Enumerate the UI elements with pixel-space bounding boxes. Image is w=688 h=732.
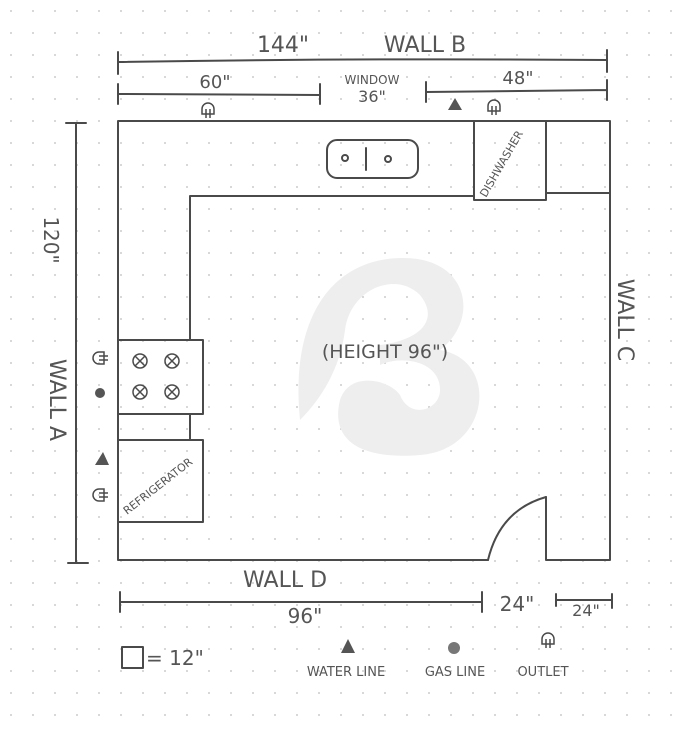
room-walls bbox=[117, 120, 611, 561]
wall-b-dimension-line bbox=[117, 49, 608, 75]
water-line-icon bbox=[95, 452, 109, 465]
wall-a-label: WALL A bbox=[44, 359, 69, 441]
legend-scale: = 12" bbox=[146, 646, 204, 670]
wall-b-left-dimension-line bbox=[117, 83, 321, 105]
grid-square-icon bbox=[121, 646, 144, 669]
gas-line-icon bbox=[95, 388, 105, 398]
stove bbox=[117, 339, 204, 415]
wall-c-label: WALL C bbox=[612, 279, 637, 361]
door-opening-dimension: 24" bbox=[500, 592, 535, 616]
legend: = 12" WATER LINE GAS LINE OUTLET bbox=[121, 632, 569, 680]
water-line-icon bbox=[341, 639, 355, 653]
wall-d-dimension-line bbox=[119, 591, 483, 613]
gas-line-icon bbox=[448, 642, 460, 654]
wall-d-main-dimension: 96" bbox=[288, 604, 323, 628]
window-width-dimension: 36" bbox=[358, 87, 386, 106]
wall-d-right-dimension-line bbox=[555, 593, 613, 609]
watermark-logo bbox=[298, 257, 480, 456]
legend-outlet: OUTLET bbox=[517, 665, 568, 680]
wall-b-label: WALL B bbox=[384, 33, 466, 58]
legend-water-line: WATER LINE bbox=[307, 665, 385, 680]
ceiling-height-note: (HEIGHT 96") bbox=[322, 341, 448, 363]
door-swing bbox=[487, 496, 547, 561]
window-label: WINDOW bbox=[345, 73, 400, 87]
wall-d-right-dimension: 24" bbox=[572, 601, 600, 620]
wall-d-label: WALL D bbox=[243, 568, 327, 593]
wall-b-right-dimension: 48" bbox=[502, 68, 533, 89]
wall-b-left-dimension: 60" bbox=[199, 72, 230, 93]
wall-b-right-dimension-line bbox=[425, 79, 608, 103]
wall-a-total-dimension: 120" bbox=[39, 216, 63, 263]
wall-a-dimension-line bbox=[65, 122, 89, 564]
legend-gas-line: GAS LINE bbox=[425, 665, 485, 680]
sink bbox=[326, 139, 419, 179]
water-line-icon bbox=[448, 98, 462, 110]
wall-b-total-dimension: 144" bbox=[257, 33, 309, 58]
